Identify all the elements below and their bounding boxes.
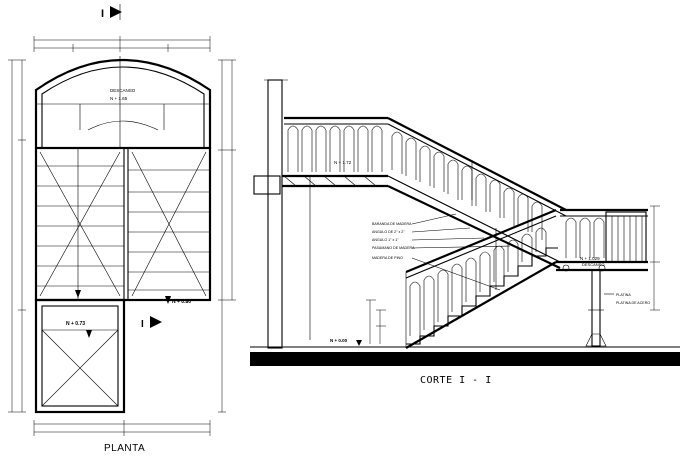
section-upper-flight [387, 117, 567, 269]
plan-left-dimensions [8, 59, 26, 413]
section-right-dimensions: PLATINA PLATINA DE ACERO [604, 205, 660, 311]
plan-lower-landing: N + 0.73 [34, 298, 126, 414]
section-title: CORTE I - I [420, 375, 492, 386]
section-right-landing: N + 1.029 DESCANSO [556, 208, 648, 272]
section-marker-side: I [141, 316, 162, 330]
section-marker-top: I [101, 4, 122, 20]
plan-stair-runs [34, 146, 212, 304]
plan-landing: DESCANSO N + 1.65 [34, 56, 212, 148]
callout-3: PASAMANO DE MADERA [372, 246, 415, 250]
section-view: N + 1.72 [250, 79, 680, 386]
landing-label: DESCANSO [110, 88, 136, 93]
section-lower-flight [405, 208, 558, 349]
plan-title: PLANTA [104, 443, 145, 454]
note-right-0: PLATINA [616, 293, 631, 297]
plan-bottom-dimensions [33, 420, 211, 436]
landing-tag: DESCANSO [582, 262, 604, 267]
callout-2: ANGULO 1" x 1" [372, 238, 399, 242]
section-support-post [585, 269, 607, 347]
callout-1: ANGULO DE 2" x 2" [372, 230, 405, 234]
section-upper-balcony: N + 1.72 [282, 116, 388, 340]
section-left-dimensions: N + 0.00 [330, 299, 386, 346]
lower-level: N + 0.73 [66, 321, 85, 327]
upper-level: N + 0.80 [172, 299, 191, 305]
plan-top-dimensions [33, 36, 211, 52]
plan-view: I [8, 4, 236, 454]
callout-0: BARANDA DE MADERA [372, 222, 412, 226]
section-marker-side-label: I [141, 319, 144, 330]
callout-4: MADERA DE PINO [372, 256, 403, 260]
level-floor: N + 0.00 [330, 338, 348, 343]
section-column [253, 79, 288, 349]
section-callouts: BARANDA DE MADERA ANGULO DE 2" x 2" ANGU… [372, 213, 511, 291]
level-upper: N + 1.72 [334, 160, 352, 165]
plan-right-dimensions [218, 59, 236, 413]
section-marker-label: I [101, 8, 104, 20]
ground-slab [250, 352, 680, 366]
level-landing: N + 1.029 [580, 256, 600, 261]
note-right-1: PLATINA DE ACERO [616, 301, 650, 305]
landing-level: N + 1.65 [110, 96, 128, 101]
